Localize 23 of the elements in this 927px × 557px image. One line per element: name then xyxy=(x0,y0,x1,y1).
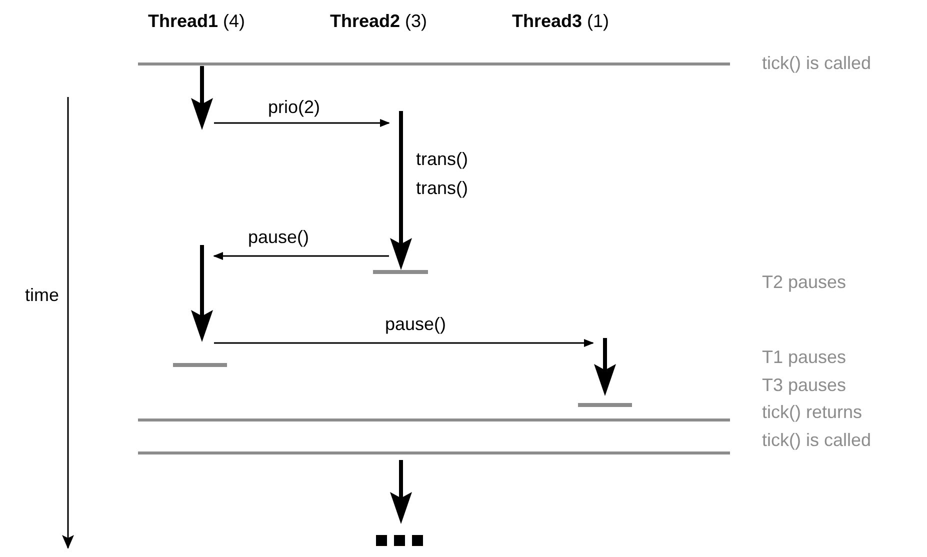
status-note: T2 pauses xyxy=(762,273,846,291)
message-arrow xyxy=(214,339,594,347)
message-arrow xyxy=(213,252,389,260)
edge-label: prio(2) xyxy=(268,98,320,116)
execution-arrow xyxy=(389,460,413,524)
execution-arrow xyxy=(190,66,214,130)
status-note: tick() returns xyxy=(762,403,862,421)
edge-label: pause() xyxy=(385,315,446,333)
call-label: trans() xyxy=(416,150,468,168)
message-arrow xyxy=(214,119,390,127)
edge-label: pause() xyxy=(248,228,310,246)
thread-header: Thread3 (1) xyxy=(512,12,610,30)
status-note: T3 pauses xyxy=(762,376,846,394)
execution-arrow xyxy=(593,338,617,396)
axis-label: time xyxy=(25,286,60,304)
execution-arrow xyxy=(389,111,413,270)
thread-header: Thread1 (4) xyxy=(148,12,246,30)
status-note: tick() is called xyxy=(762,54,872,72)
call-label: trans() xyxy=(416,179,468,197)
execution-arrow xyxy=(190,245,214,342)
thread-header: Thread2 (3) xyxy=(330,12,428,30)
status-note: tick() is called xyxy=(762,431,872,449)
status-note: T1 pauses xyxy=(762,348,846,366)
